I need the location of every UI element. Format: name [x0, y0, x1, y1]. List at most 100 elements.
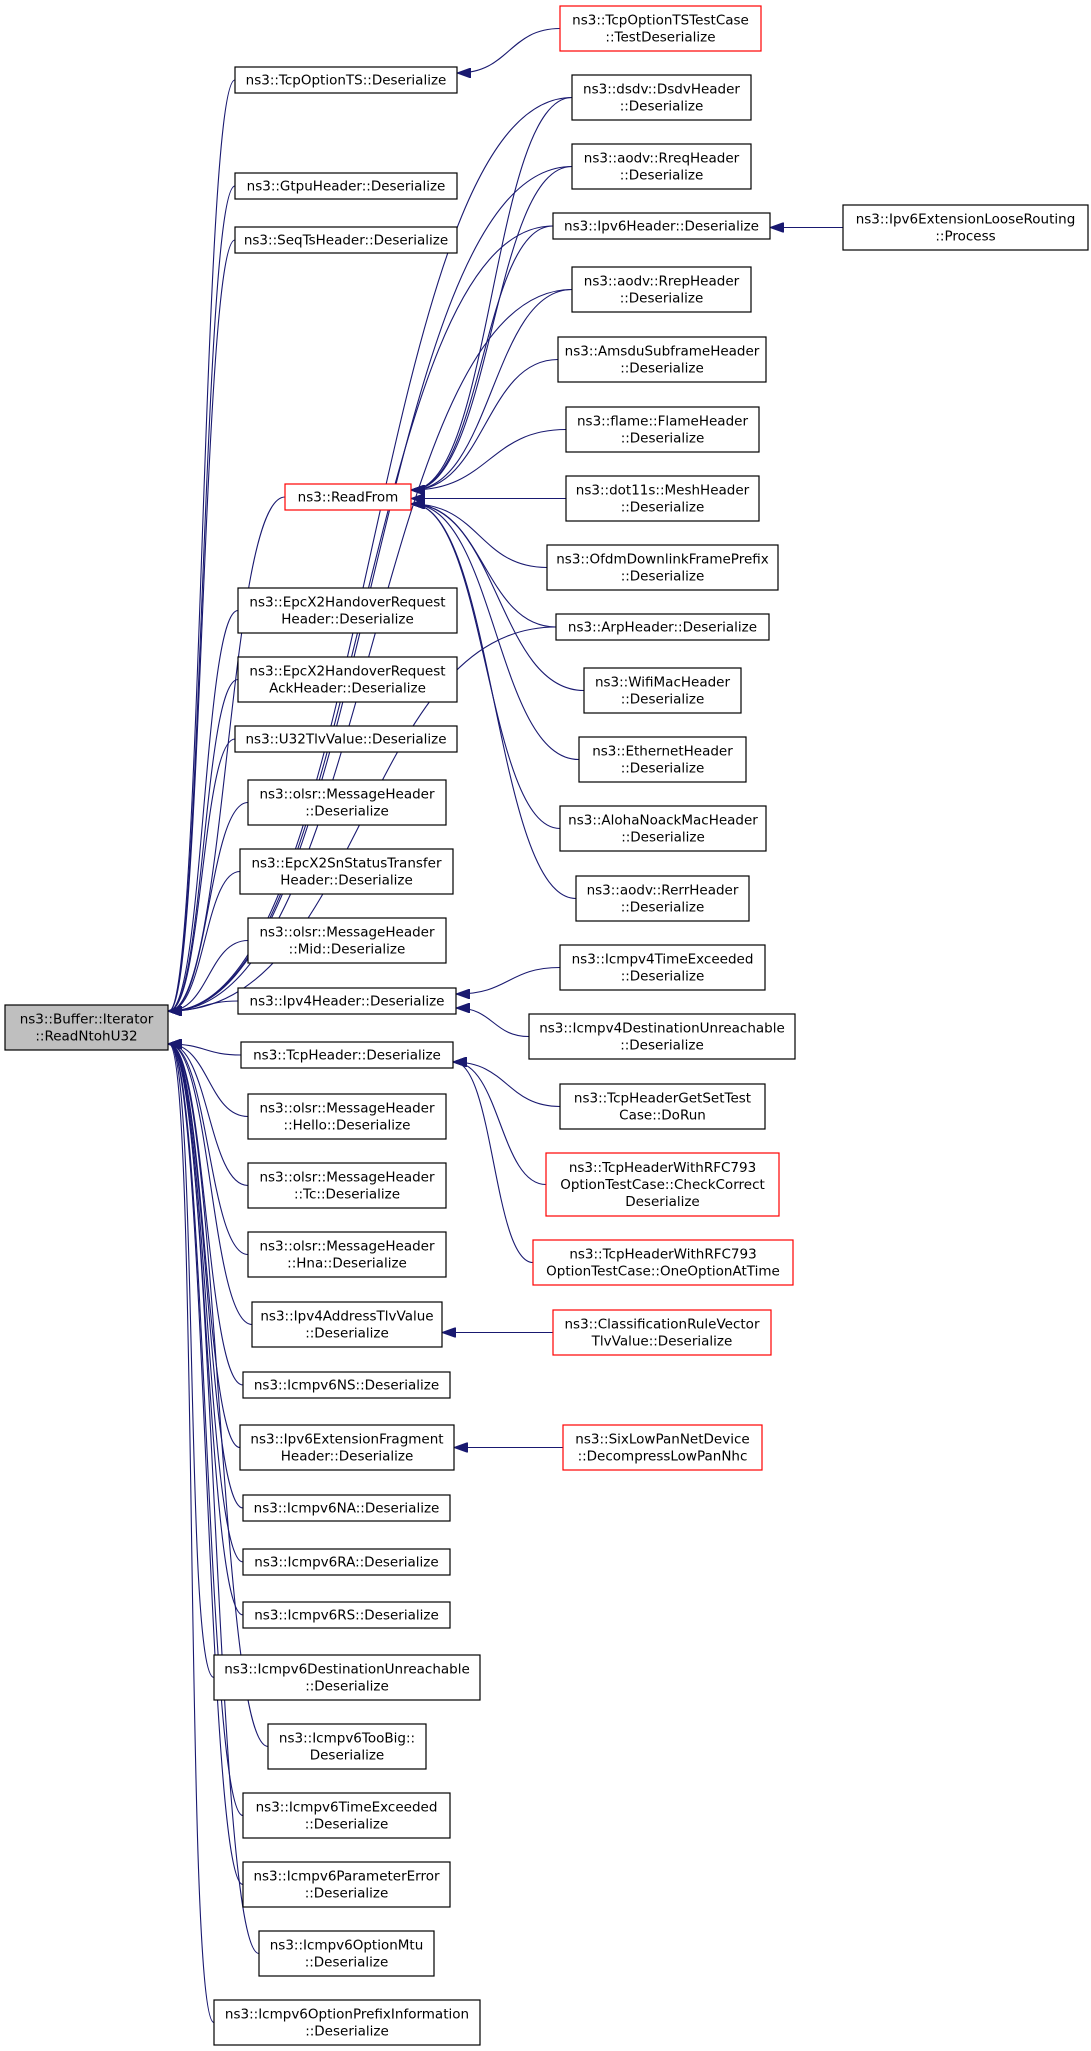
- edge-olsr_hna-to-root: [169, 1044, 249, 1256]
- node-tcp793_check[interactable]: ns3::TcpHeaderWithRFC793OptionTestCase::…: [545, 1152, 780, 1217]
- node-flame[interactable]: ns3::flame::FlameHeader::Deserialize: [565, 406, 760, 453]
- node-gtpu[interactable]: ns3::GtpuHeader::Deserialize: [234, 172, 458, 200]
- node-olsr_hello[interactable]: ns3::olsr::MessageHeader::Hello::Deseria…: [247, 1093, 447, 1140]
- node-label: ns3::Icmpv6OptionPrefixInformation: [225, 2007, 469, 2023]
- node-label: ns3::Icmpv6TooBig::: [279, 1731, 415, 1747]
- node-aloha[interactable]: ns3::AlohaNoackMacHeader::Deserialize: [559, 805, 767, 852]
- node-ethernet[interactable]: ns3::EthernetHeader::Deserialize: [578, 736, 747, 783]
- node-label: ::Deserialize: [620, 1038, 704, 1054]
- edge-dsdv-to-readfrom: [412, 96, 573, 491]
- node-label: ns3::EpcX2HandoverRequest: [249, 664, 445, 680]
- edge-tcp793_check-to-tcphdr: [454, 1062, 547, 1186]
- node-box: [571, 143, 752, 190]
- node-icmpv6pe[interactable]: ns3::Icmpv6ParameterError::Deserialize: [242, 1861, 451, 1908]
- edge-icmpv6na-to-root: [169, 1044, 244, 1509]
- edge-ofdm-to-readfrom: [412, 504, 548, 569]
- node-label: ::Deserialize: [620, 361, 704, 377]
- edge-epc_hoack-to-root: [169, 678, 239, 1012]
- node-root[interactable]: ns3::Buffer::Iterator::ReadNtohU32: [4, 1004, 169, 1051]
- node-label: ns3::ClassificationRuleVector: [564, 1317, 759, 1333]
- edge-icmpv6pe-to-root: [169, 1044, 244, 1886]
- node-icmpv6rs[interactable]: ns3::Icmpv6RS::Deserialize: [242, 1601, 451, 1629]
- node-box: [242, 1792, 451, 1839]
- node-label: ::DecompressLowPanNhc: [578, 1449, 748, 1465]
- node-ipv4addrtlv[interactable]: ns3::Ipv4AddressTlvValue::Deserialize: [251, 1301, 443, 1348]
- node-sixlowpan[interactable]: ns3::SixLowPanNetDevice::DecompressLowPa…: [562, 1424, 763, 1471]
- node-olsr_msg[interactable]: ns3::olsr::MessageHeader::Deserialize: [247, 779, 447, 826]
- node-icmpv6mtu[interactable]: ns3::Icmpv6OptionMtu::Deserialize: [258, 1930, 435, 1977]
- node-icmpv4_du[interactable]: ns3::Icmpv4DestinationUnreachable::Deser…: [528, 1013, 796, 1060]
- node-arp[interactable]: ns3::ArpHeader::Deserialize: [555, 613, 770, 641]
- node-icmpv6ra[interactable]: ns3::Icmpv6RA::Deserialize: [242, 1548, 451, 1576]
- node-label: ns3::Icmpv6RA::Deserialize: [254, 1555, 438, 1571]
- node-ipv6frag[interactable]: ns3::Ipv6ExtensionFragmentHeader::Deseri…: [239, 1424, 455, 1471]
- node-box: [242, 1494, 451, 1522]
- node-label: ns3::olsr::MessageHeader: [259, 1101, 435, 1117]
- node-rreq[interactable]: ns3::aodv::RreqHeader::Deserialize: [571, 143, 752, 190]
- node-olsr_hna[interactable]: ns3::olsr::MessageHeader::Hna::Deseriali…: [247, 1231, 447, 1278]
- node-box: [284, 483, 412, 511]
- node-box: [251, 1301, 443, 1348]
- node-wifimac[interactable]: ns3::WifiMacHeader::Deserialize: [583, 667, 742, 714]
- node-label: ::Deserialize: [621, 969, 705, 985]
- node-box: [258, 1930, 435, 1977]
- node-icmpv6na[interactable]: ns3::Icmpv6NA::Deserialize: [242, 1494, 451, 1522]
- node-ipv6ext_loose[interactable]: ns3::Ipv6ExtensionLooseRouting::Process: [842, 204, 1089, 251]
- node-amsdu[interactable]: ns3::AmsduSubframeHeader::Deserialize: [557, 336, 767, 383]
- node-icmpv6tb[interactable]: ns3::Icmpv6TooBig::Deserialize: [267, 1723, 427, 1770]
- edge-gtpu-to-root: [169, 185, 236, 1011]
- node-readfrom[interactable]: ns3::ReadFrom: [284, 483, 412, 511]
- node-u32tlv[interactable]: ns3::U32TlvValue::Deserialize: [234, 725, 458, 753]
- node-tcpopt_ts_test[interactable]: ns3::TcpOptionTSTestCase::TestDeserializ…: [559, 5, 762, 52]
- node-label: ::Deserialize: [305, 1955, 389, 1971]
- node-box: [237, 987, 457, 1015]
- node-label: ns3::OfdmDownlinkFramePrefix: [556, 552, 769, 568]
- node-label: ns3::TcpHeader::Deserialize: [253, 1048, 441, 1064]
- node-olsr_tc[interactable]: ns3::olsr::MessageHeader::Tc::Deserializ…: [247, 1162, 447, 1209]
- node-classrule[interactable]: ns3::ClassificationRuleVectorTlvValue::D…: [552, 1309, 772, 1356]
- node-epc_sn[interactable]: ns3::EpcX2SnStatusTransferHeader::Deseri…: [239, 848, 454, 895]
- edge-icmpv6ra-to-root: [169, 1044, 244, 1563]
- node-mesh[interactable]: ns3::dot11s::MeshHeader::Deserialize: [565, 475, 760, 522]
- node-label: ns3::Ipv6ExtensionFragment: [250, 1432, 443, 1448]
- node-label: ::ReadNtohU32: [35, 1029, 137, 1045]
- node-label: ns3::SeqTsHeader::Deserialize: [244, 233, 448, 249]
- node-label: OptionTestCase::OneOptionAtTime: [546, 1264, 780, 1280]
- node-label: ::Deserialize: [305, 804, 389, 820]
- node-label: ::Deserialize: [620, 291, 704, 307]
- node-label: Header::Deserialize: [281, 612, 414, 628]
- node-rrep[interactable]: ns3::aodv::RrepHeader::Deserialize: [571, 266, 752, 313]
- edge-amsdu-to-readfrom: [412, 358, 559, 491]
- node-icmpv6ns[interactable]: ns3::Icmpv6NS::Deserialize: [242, 1371, 451, 1399]
- node-label: ::Deserialize: [621, 569, 705, 585]
- node-rerr[interactable]: ns3::aodv::RerrHeader::Deserialize: [575, 875, 750, 922]
- node-ipv4[interactable]: ns3::Ipv4Header::Deserialize: [237, 987, 457, 1015]
- node-tcphdr[interactable]: ns3::TcpHeader::Deserialize: [240, 1041, 454, 1069]
- node-epc_hoack[interactable]: ns3::EpcX2HandoverRequestAckHeader::Dese…: [237, 656, 458, 703]
- node-seqts[interactable]: ns3::SeqTsHeader::Deserialize: [234, 226, 458, 254]
- node-box: [213, 1654, 481, 1701]
- node-ipv6[interactable]: ns3::Ipv6Header::Deserialize: [552, 212, 771, 240]
- node-box: [552, 1309, 772, 1356]
- node-icmpv4_te[interactable]: ns3::Icmpv4TimeExceeded::Deserialize: [559, 944, 766, 991]
- node-label: ::Deserialize: [620, 99, 704, 115]
- node-box: [247, 1162, 447, 1209]
- edge-epc_ho-to-root: [169, 609, 239, 1012]
- node-tcpopt_ts[interactable]: ns3::TcpOptionTS::Deserialize: [234, 66, 458, 94]
- node-icmpv6du[interactable]: ns3::Icmpv6DestinationUnreachable::Deser…: [213, 1654, 481, 1701]
- node-dsdv[interactable]: ns3::dsdv::DsdvHeader::Deserialize: [571, 74, 752, 121]
- node-icmpv6te[interactable]: ns3::Icmpv6TimeExceeded::Deserialize: [242, 1792, 451, 1839]
- node-ofdm[interactable]: ns3::OfdmDownlinkFramePrefix::Deserializ…: [546, 544, 779, 591]
- node-box: [239, 1424, 455, 1471]
- node-epc_ho[interactable]: ns3::EpcX2HandoverRequestHeader::Deseria…: [237, 587, 458, 634]
- node-label: ns3::dsdv::DsdvHeader: [583, 82, 740, 98]
- node-label: ns3::Ipv6Header::Deserialize: [564, 219, 759, 235]
- node-label: ns3::TcpHeaderWithRFC793: [569, 1160, 756, 1176]
- node-icmpv6prefix[interactable]: ns3::Icmpv6OptionPrefixInformation::Dese…: [213, 1999, 481, 2046]
- node-label: Header::Deserialize: [281, 1449, 414, 1465]
- node-olsr_mid[interactable]: ns3::olsr::MessageHeader::Mid::Deseriali…: [247, 917, 447, 964]
- node-label: ns3::U32TlvValue::Deserialize: [246, 732, 447, 748]
- node-tcp793_one[interactable]: ns3::TcpHeaderWithRFC793OptionTestCase::…: [532, 1239, 794, 1286]
- node-box: [239, 848, 454, 895]
